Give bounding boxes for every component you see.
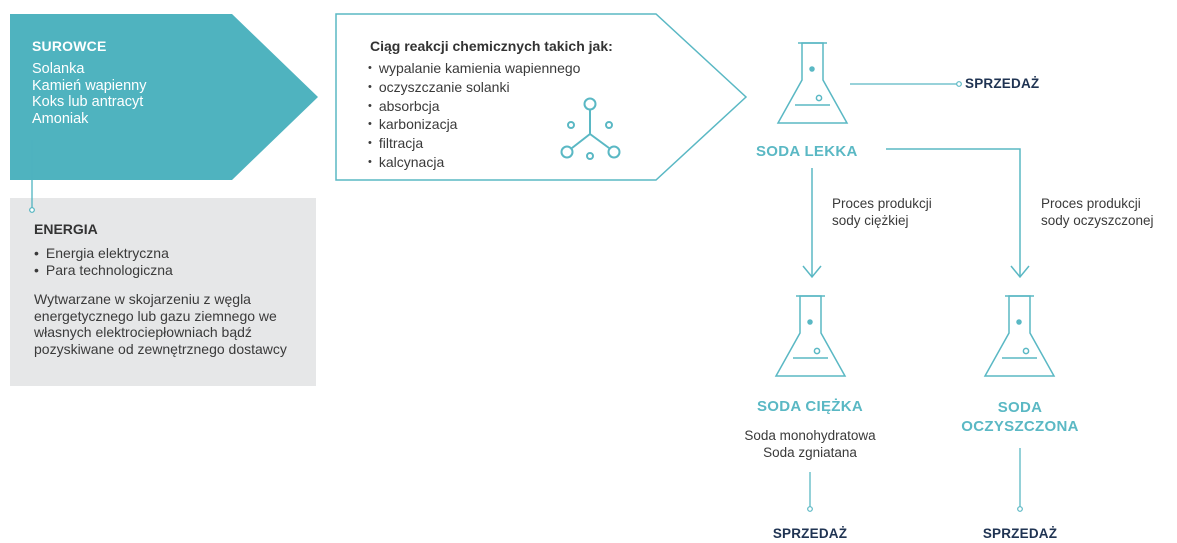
process-purified-line1: Proces produkcji: [1041, 196, 1141, 211]
energy-panel: [10, 198, 316, 386]
raw-materials-list: Solanka Kamień wapienny Koks lub antracy…: [32, 61, 146, 127]
flask-icon: [983, 295, 1056, 377]
heavy-sale-dot: [807, 506, 813, 512]
heavy-soda-label: SODA CIĘŻKA: [756, 398, 864, 415]
raw-materials-panel: [10, 14, 318, 180]
reactions-title: Ciąg reakcji chemicznych takich jak:: [370, 38, 613, 54]
energy-description: Wytwarzane w skojarzeniu z węgla energet…: [34, 291, 287, 357]
flask-icon: [774, 295, 847, 377]
heavy-soda-sublist: Soda monohydratowa Soda zgniatana: [720, 428, 900, 461]
process-purified-line2: sody oczyszczonej: [1041, 212, 1154, 228]
raw-material-item: Kamień wapienny: [32, 77, 147, 94]
process-heavy-line1: Proces produkcji: [832, 196, 932, 211]
arrow-down-purified: [886, 148, 1030, 279]
raw-material-item: Solanka: [32, 61, 85, 77]
purified-soda-label-line1: SODA: [997, 399, 1043, 416]
purified-soda-sale: SPRZEDAŻ: [982, 526, 1058, 541]
reaction-item: kalcynacja: [368, 154, 580, 173]
heavy-soda-sub-item: Soda monohydratowa: [744, 428, 876, 443]
raw-material-item: Koks lub antracyt: [32, 94, 144, 110]
raw-energy-connector-dot: [29, 207, 35, 213]
purified-sale-dot: [1017, 506, 1023, 512]
raw-material-item: Amoniak: [32, 110, 89, 127]
process-heavy-label: Proces produkcji sody ciężkiej: [832, 196, 932, 229]
energy-title: ENERGIA: [34, 221, 98, 237]
reaction-item: absorbcja: [368, 98, 580, 117]
heavy-soda-sub-item: Soda zgniatana: [763, 444, 857, 460]
arrow-down-heavy: [802, 168, 822, 279]
reaction-item: oczyszczanie solanki: [368, 79, 580, 98]
energy-item: Para technologiczna: [34, 262, 173, 279]
light-soda-label: SODA LEKKA: [756, 143, 858, 160]
sale-connector-dot: [956, 81, 962, 87]
heavy-soda-sale: SPRZEDAŻ: [772, 526, 848, 541]
light-soda-sale: SPRZEDAŻ: [965, 76, 1040, 91]
flask-icon: [776, 42, 849, 124]
purified-soda-label: SODA OCZYSZCZONA: [930, 398, 1110, 436]
reaction-item: filtracja: [368, 135, 580, 154]
reaction-item: wypalanie kamienia wapiennego: [368, 60, 581, 79]
process-heavy-line2: sody ciężkiej: [832, 212, 909, 228]
raw-materials-title: SUROWCE: [32, 38, 107, 54]
purified-soda-label-line2: OCZYSZCZONA: [961, 418, 1079, 435]
reactions-list: wypalanie kamienia wapiennego oczyszczan…: [368, 60, 581, 173]
energy-item: Energia elektryczna: [34, 245, 173, 262]
process-purified-label: Proces produkcji sody oczyszczonej: [1041, 196, 1154, 229]
reaction-item: karbonizacja: [368, 116, 580, 135]
energy-list: Energia elektryczna Para technologiczna: [34, 245, 173, 279]
